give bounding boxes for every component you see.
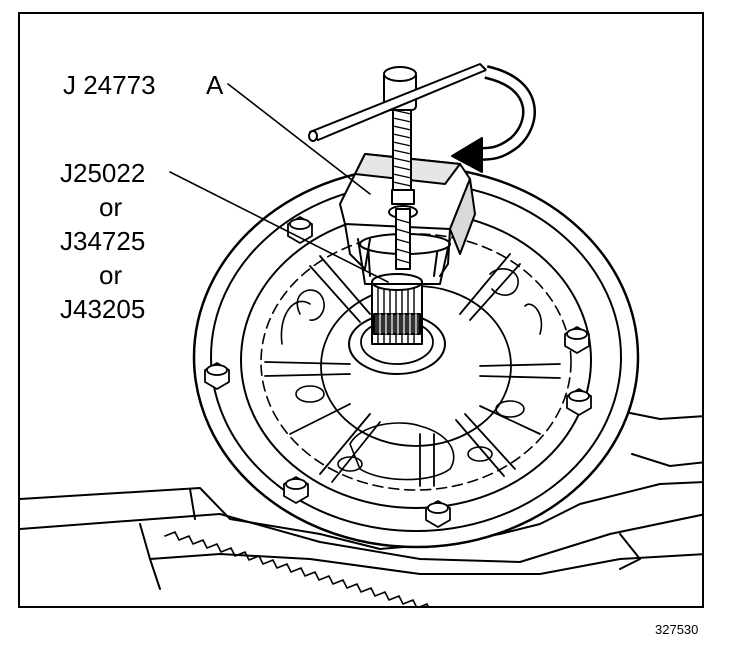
illustration-frame: J 24773 A J25022 or J34725 or J43205 [18,12,704,608]
figure-number: 327530 [655,622,699,637]
or-label-2: or [99,260,123,290]
tool-label-j24773: J 24773 [63,70,156,100]
tool-label-j43205: J43205 [60,294,146,324]
bolt-head [564,326,590,354]
shaft-seal [348,273,446,375]
bolt-head [204,362,230,390]
t-handle-puller [308,63,487,277]
pump-interior [280,268,543,481]
or-label-1: or [99,192,123,222]
tool-label-j34725: J34725 [60,226,146,256]
bolt-head [287,216,313,244]
pump-bolts [204,216,592,528]
tool-label-j25022: J25022 [60,158,146,188]
bolt-head [566,388,592,416]
tool-label-letter-a: A [206,70,224,100]
pump-assembly-illustration [20,63,702,606]
bolt-head [425,500,451,528]
rotation-arrow-icon [451,65,536,173]
gear-ridge [164,531,429,606]
bolt-head [283,476,309,504]
pump-spokes [264,253,561,487]
leader-lines [169,83,389,283]
